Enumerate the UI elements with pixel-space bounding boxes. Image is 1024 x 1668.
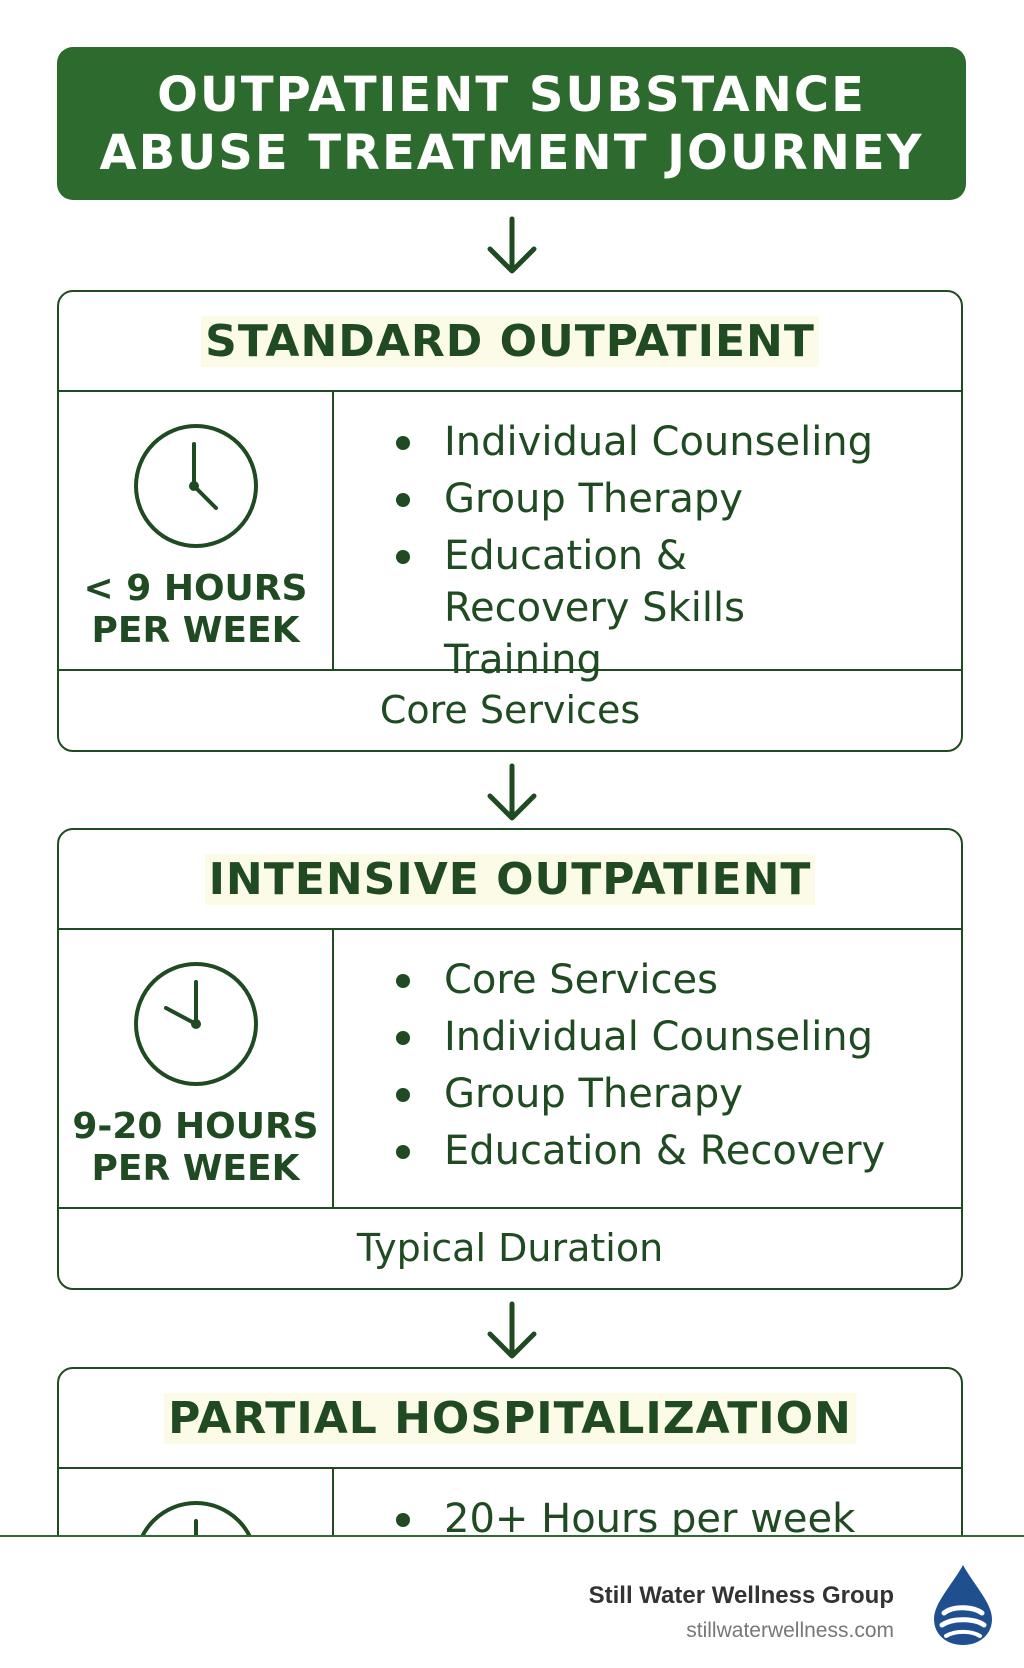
page-title: OUTPATIENT SUBSTANCE ABUSE TREATMENT JOU…: [57, 47, 966, 200]
title-line-1: OUTPATIENT SUBSTANCE: [157, 66, 866, 123]
stage-title: INTENSIVE OUTPATIENT: [59, 830, 961, 930]
stage-footer: Typical Duration: [356, 1226, 664, 1270]
clock-icon: [133, 962, 258, 1086]
hours-label: 9-20 HOURS PER WEEK: [72, 1106, 319, 1189]
list-item: Core Services: [396, 954, 961, 1006]
list-item: 20+ Hours per week: [396, 1493, 961, 1545]
hours-panel: < 9 HOURS PER WEEK: [59, 392, 334, 669]
down-arrow-icon: [487, 763, 537, 821]
stage-card-standard: STANDARD OUTPATIENT < 9 HOURS PER WEEK I…: [57, 290, 963, 752]
list-item: Education & Recovery: [396, 1125, 961, 1177]
brand-footer: Still Water Wellness Group stillwaterwel…: [0, 1535, 1024, 1668]
stage-title: PARTIAL HOSPITALIZATION: [59, 1369, 961, 1469]
stage-card-intensive: INTENSIVE OUTPATIENT 9-20 HOURS PER WEEK…: [57, 828, 963, 1290]
list-item: Individual Counseling: [396, 1011, 961, 1063]
stage-title: STANDARD OUTPATIENT: [59, 292, 961, 392]
water-drop-logo: [934, 1565, 992, 1645]
services-list: 20+ Hours per week: [334, 1469, 961, 1645]
list-item: Education & Recovery Skills Training: [396, 530, 884, 686]
hours-panel: 9-20 HOURS PER WEEK: [59, 930, 334, 1207]
stage-body: < 9 HOURS PER WEEK Individual Counseling…: [59, 392, 961, 683]
list-item: Group Therapy: [396, 1068, 961, 1120]
services-list: Individual Counseling Group Therapy Educ…: [334, 392, 961, 683]
hours-label: < 9 HOURS PER WEEK: [83, 568, 308, 651]
title-line-2: ABUSE TREATMENT JOURNEY: [99, 124, 924, 181]
down-arrow-icon: [487, 216, 537, 274]
down-arrow-icon: [487, 1301, 537, 1359]
brand-name: Still Water Wellness Group: [588, 1582, 894, 1609]
list-item: Individual Counseling: [396, 416, 961, 468]
services-list: Core Services Individual Counseling Grou…: [334, 930, 961, 1207]
stage-footer: Core Services: [379, 688, 641, 732]
clock-icon: [133, 424, 258, 548]
stage-body: 9-20 HOURS PER WEEK Core Services Indivi…: [59, 930, 961, 1209]
brand-url: stillwaterwellness.com: [686, 1619, 894, 1642]
list-item: Group Therapy: [396, 473, 961, 525]
